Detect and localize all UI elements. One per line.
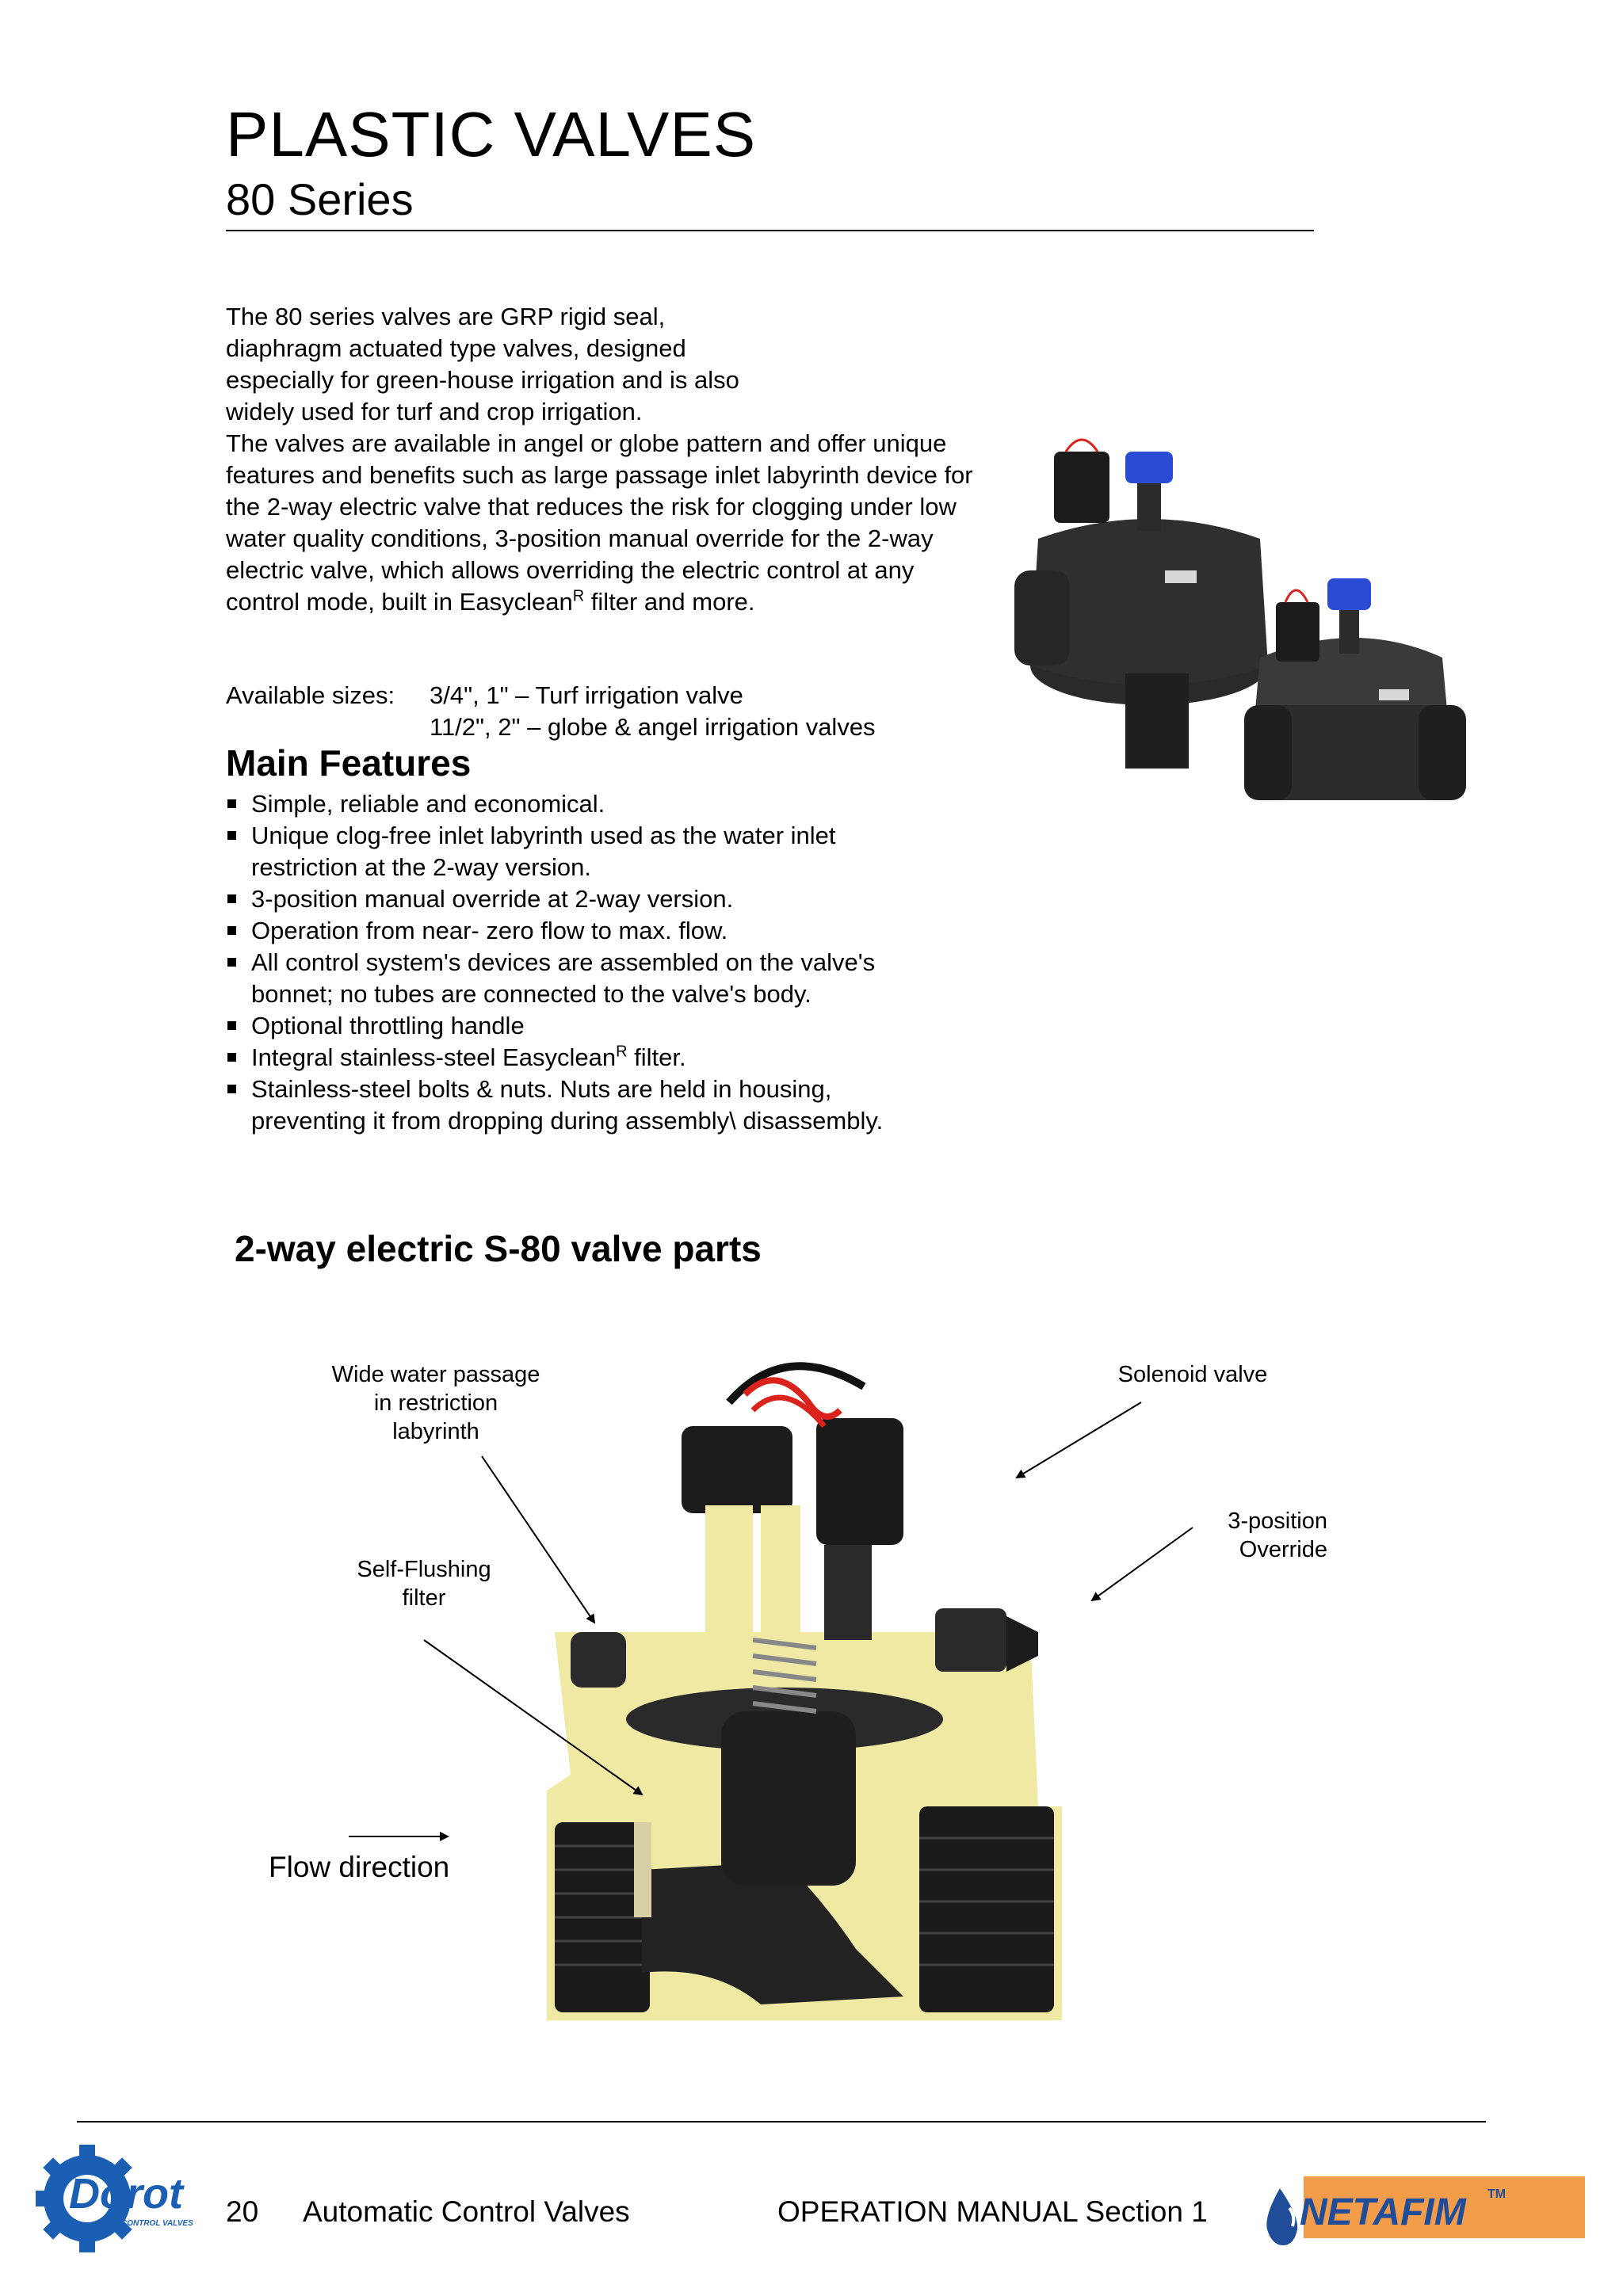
list-item-text-end: filter.: [627, 1043, 686, 1071]
registered-mark: R: [616, 1043, 628, 1061]
footer-manual-label: OPERATION MANUAL Section 1: [777, 2195, 1208, 2228]
netafim-logo: NETAFIM TM: [1266, 2176, 1585, 2245]
list-item: Simple, reliable and economical.: [226, 788, 939, 820]
intro-paragraph-2-end: filter and more.: [584, 588, 755, 616]
intro-text: The 80 series valves are GRP rigid seal,…: [226, 301, 987, 618]
valves-photo: [1014, 438, 1466, 800]
callout-line: Wide water passage: [331, 1362, 540, 1387]
callout-line: 3-position: [1228, 1508, 1327, 1534]
list-item-text: Integral stainless-steel Easyclean: [251, 1043, 617, 1071]
intro-paragraph-2-text: The valves are available in angel or glo…: [226, 429, 973, 616]
cutaway-valve-image: [547, 1362, 1062, 2020]
footer-page-number: 20: [226, 2195, 259, 2228]
features-list: Simple, reliable and economical. Unique …: [226, 788, 939, 1137]
angle-valve-image: [1014, 438, 1268, 769]
registered-mark: R: [572, 587, 585, 605]
callout-line: Solenoid valve: [1117, 1362, 1268, 1387]
header-rule: [226, 230, 1314, 231]
arrow-override: [1090, 1527, 1193, 1602]
callout-line: Override: [1239, 1537, 1327, 1562]
callout-line: in restriction: [373, 1390, 498, 1416]
callout-solenoid-valve: Solenoid valve: [1098, 1360, 1288, 1389]
list-item: All control system's devices are assembl…: [226, 947, 939, 1010]
list-item: Unique clog-free inlet labyrinth used as…: [226, 820, 939, 883]
footer-rule: [77, 2121, 1486, 2122]
netafim-trademark: TM: [1487, 2187, 1506, 2201]
netafim-logo-text: NETAFIM: [1300, 2191, 1467, 2233]
arrow-self-flushing: [423, 1639, 643, 1796]
list-item: Stainless-steel bolts & nuts. Nuts are h…: [226, 1074, 939, 1137]
intro-paragraph-1: The 80 series valves are GRP rigid seal,…: [226, 303, 739, 425]
sizes-line-1: 3/4", 1" – Turf irrigation valve: [430, 681, 743, 709]
callout-self-flushing-filter: Self-Flushing filter: [329, 1555, 519, 1612]
intro-paragraph-2: The valves are available in angel or glo…: [226, 428, 987, 618]
dorot-logo-subtext: CONTROL VALVES: [121, 2219, 193, 2228]
list-item: Operation from near- zero flow to max. f…: [226, 915, 939, 947]
callout-wide-water-passage: Wide water passage in restriction labyri…: [317, 1360, 555, 1446]
globe-valve-image: [1244, 578, 1466, 800]
parts-heading: 2-way electric S-80 valve parts: [235, 1228, 762, 1269]
callout-line: labyrinth: [392, 1419, 479, 1444]
water-drop-icon: [1266, 2188, 1298, 2245]
arrow-wide-passage: [481, 1455, 596, 1624]
flow-direction-label: Flow direction: [269, 1851, 450, 1883]
dorot-logo-text: Dorot: [69, 2170, 185, 2218]
page-subtitle: 80 Series: [226, 174, 414, 224]
sizes-label: Available sizes:: [226, 681, 395, 709]
list-item: Integral stainless-steel EasycleanR filt…: [226, 1042, 939, 1074]
callout-line: filter: [402, 1585, 446, 1611]
list-item: Optional throttling handle: [226, 1010, 939, 1042]
callout-line: Self-Flushing: [357, 1557, 491, 1582]
dorot-logo: Dorot CONTROL VALVES: [36, 2145, 193, 2252]
main-features-heading: Main Features: [226, 742, 472, 784]
arrow-solenoid: [1015, 1402, 1142, 1479]
callout-3-position-override: 3-position Override: [1201, 1507, 1327, 1564]
page-title: PLASTIC VALVES: [226, 99, 757, 170]
footer-section-title: Automatic Control Valves: [303, 2195, 630, 2228]
sizes-line-2: 11/2", 2" – globe & angel irrigation val…: [430, 713, 876, 741]
list-item: 3-position manual override at 2-way vers…: [226, 883, 939, 915]
available-sizes: Available sizes: 3/4", 1" – Turf irrigati…: [226, 680, 876, 743]
